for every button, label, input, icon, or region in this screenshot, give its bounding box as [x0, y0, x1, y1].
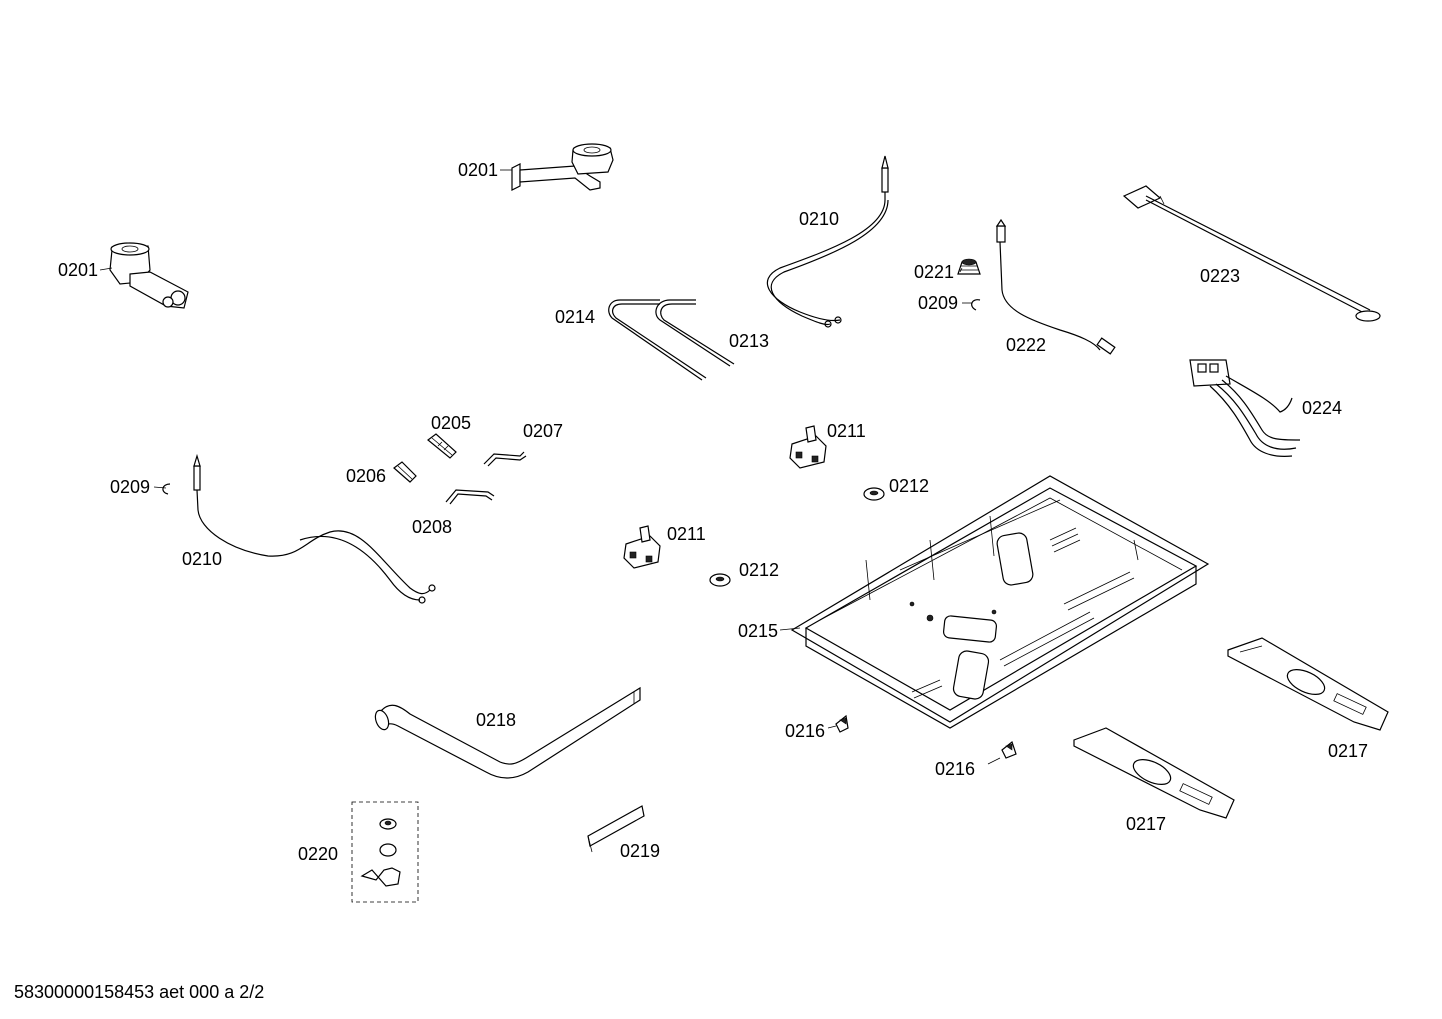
label-0222: 0222 [1006, 335, 1046, 355]
pipe-0214 [608, 299, 707, 381]
pipe-0208 [445, 489, 495, 505]
document-id: 58300000158453 aet 000 a 2/2 [14, 982, 264, 1002]
label-0214: 0214 [555, 307, 595, 327]
label-0209-left: 0209 [110, 477, 150, 497]
label-0212-right: 0212 [889, 476, 929, 496]
label-0218: 0218 [476, 710, 516, 730]
clip-0209-left [162, 483, 171, 495]
label-0209-right: 0209 [918, 293, 958, 313]
clip-0216-left [835, 714, 849, 733]
label-0224: 0224 [1302, 398, 1342, 418]
wire-harness-0223 [1122, 185, 1381, 322]
label-0208: 0208 [412, 517, 452, 537]
burner-0201-top [511, 143, 614, 191]
label-0211-left: 0211 [667, 524, 706, 544]
label-0212-left: 0212 [739, 560, 779, 580]
label-0210-top: 0210 [799, 209, 839, 229]
label-0206: 0206 [346, 466, 386, 486]
label-0201-left: 0201 [58, 260, 98, 280]
label-0213: 0213 [729, 331, 769, 351]
valve-0211-left [623, 525, 661, 569]
burner-0201-left [109, 242, 189, 309]
fitting-0206 [393, 461, 417, 483]
bracket-0217-left [1073, 727, 1235, 819]
label-0217-left: 0217 [1126, 814, 1166, 834]
label-0217-right: 0217 [1328, 741, 1368, 761]
label-0216-right: 0216 [935, 759, 975, 779]
terminal-block-0224 [1189, 359, 1301, 457]
pipe-0207 [483, 451, 527, 467]
thermocouple-0210-left [193, 453, 436, 604]
label-0216-left: 0216 [785, 721, 825, 741]
pipe-0213 [655, 299, 735, 367]
gas-pipe-0218 [374, 686, 641, 779]
label-0219: 0219 [620, 841, 660, 861]
seal-0212-right [863, 487, 885, 501]
connector-kit-0220 [351, 801, 419, 903]
label-0201-top: 0201 [458, 160, 498, 180]
thermocouple-0210-top [767, 155, 889, 328]
bracket-0217-right [1227, 637, 1389, 731]
label-0223: 0223 [1200, 266, 1240, 286]
label-0215: 0215 [738, 621, 778, 641]
label-0221: 0221 [914, 262, 954, 282]
clip-0216-right [987, 740, 1017, 765]
valve-0211-right [789, 425, 827, 469]
label-0211-right: 0211 [827, 421, 866, 441]
label-0207: 0207 [523, 421, 563, 441]
fitting-0205 [427, 433, 457, 459]
leader-lines [99, 169, 972, 729]
strip-0219 [587, 805, 645, 853]
clip-0209-right [971, 299, 981, 311]
hob-tray-0215 [790, 475, 1210, 729]
label-0220: 0220 [298, 844, 338, 864]
thermocouple-0222 [995, 218, 1116, 355]
seal-0212-left [709, 573, 731, 587]
grommet-0221 [957, 258, 981, 275]
label-0205: 0205 [431, 413, 471, 433]
label-0210-left: 0210 [182, 549, 222, 569]
